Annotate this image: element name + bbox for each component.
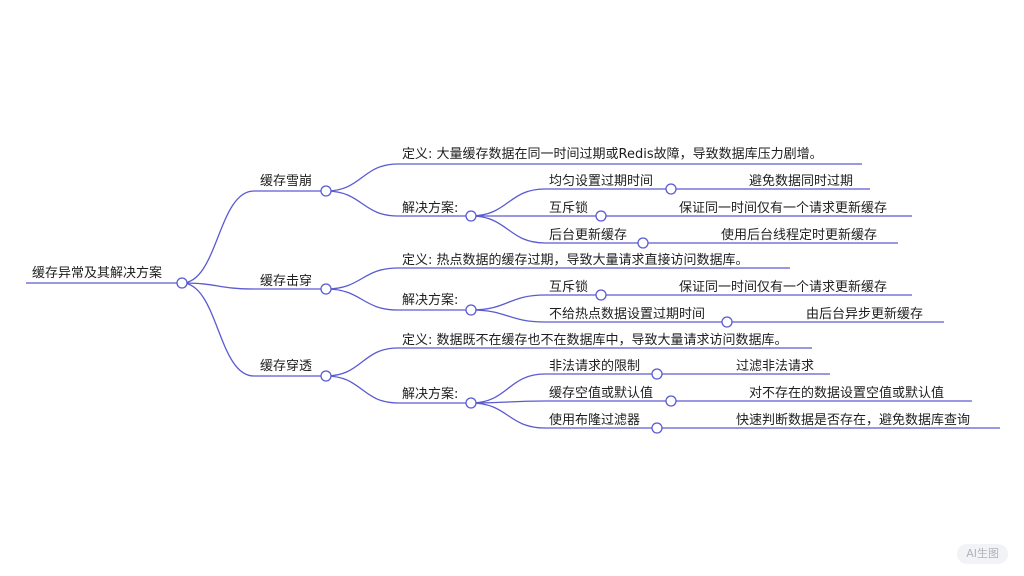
solution-label: 互斥锁 [549,201,589,216]
solution-node [721,316,733,328]
solution-node [637,237,649,249]
solution-node [665,395,677,407]
ai-badge: AI生图 [957,544,1008,564]
solution-node [651,422,663,434]
solution-node [651,368,663,380]
solution-node [665,183,677,195]
definition-connector [325,163,399,192]
solution-connector [470,309,546,323]
solutions-connector [325,190,399,217]
branch-label-breakdown: 缓存击穿 [260,274,313,289]
solution-label: 互斥锁 [549,280,589,295]
solution-label: 非法请求的限制 [549,359,641,374]
solution-connector [470,402,546,429]
branch-connector [181,190,255,284]
branch-label-avalanche: 缓存雪崩 [260,174,313,189]
solution-label: 均匀设置过期时间 [549,174,654,189]
solution-label: 缓存空值或默认值 [549,386,654,401]
branch-node [320,185,332,197]
solution-node [595,210,607,222]
branch-definition-breakdown: 定义: 热点数据的缓存过期，导致大量请求直接访问数据库。 [402,253,749,268]
definition-connector [325,267,399,290]
solution-detail: 快速判断数据是否存在，避免数据库查询 [736,413,971,428]
solutions-node [465,397,477,409]
solutions-node [465,304,477,316]
branch-label-penetration: 缓存穿透 [260,359,313,374]
solution-label: 不给热点数据设置过期时间 [549,307,706,322]
root-node-label: 缓存异常及其解决方案 [32,266,163,281]
solution-detail: 对不存在的数据设置空值或默认值 [749,386,945,401]
branch-node [320,283,332,295]
solution-detail: 过滤非法请求 [736,359,815,374]
solutions-connector [325,288,399,311]
solutions-label-avalanche: 解决方案: [402,201,459,216]
solutions-label-breakdown: 解决方案: [402,293,459,308]
branch-definition-avalanche: 定义: 大量缓存数据在同一时间过期或Redis故障，导致数据库压力剧增。 [402,147,823,162]
solution-connector [470,188,546,217]
solutions-connector [325,375,399,404]
solution-label: 使用布隆过滤器 [549,413,641,428]
solution-detail: 使用后台线程定时更新缓存 [721,228,878,243]
solution-connector [470,215,546,244]
solution-connector [470,373,546,404]
solution-detail: 避免数据同时过期 [749,174,854,189]
solution-node [595,289,607,301]
solution-detail: 由后台异步更新缓存 [806,307,924,322]
solutions-node [465,210,477,222]
solution-connector [470,294,546,311]
root-node [176,277,188,289]
solution-label: 后台更新缓存 [549,228,628,243]
definition-connector [325,347,399,377]
branch-connector [181,282,255,290]
solution-detail: 保证同一时间仅有一个请求更新缓存 [679,280,888,295]
solution-detail: 保证同一时间仅有一个请求更新缓存 [679,201,888,216]
branch-definition-penetration: 定义: 数据既不在缓存也不在数据库中，导致大量请求访问数据库。 [402,333,788,348]
solutions-label-penetration: 解决方案: [402,387,459,402]
branch-node [320,370,332,382]
branch-connector [181,282,255,377]
